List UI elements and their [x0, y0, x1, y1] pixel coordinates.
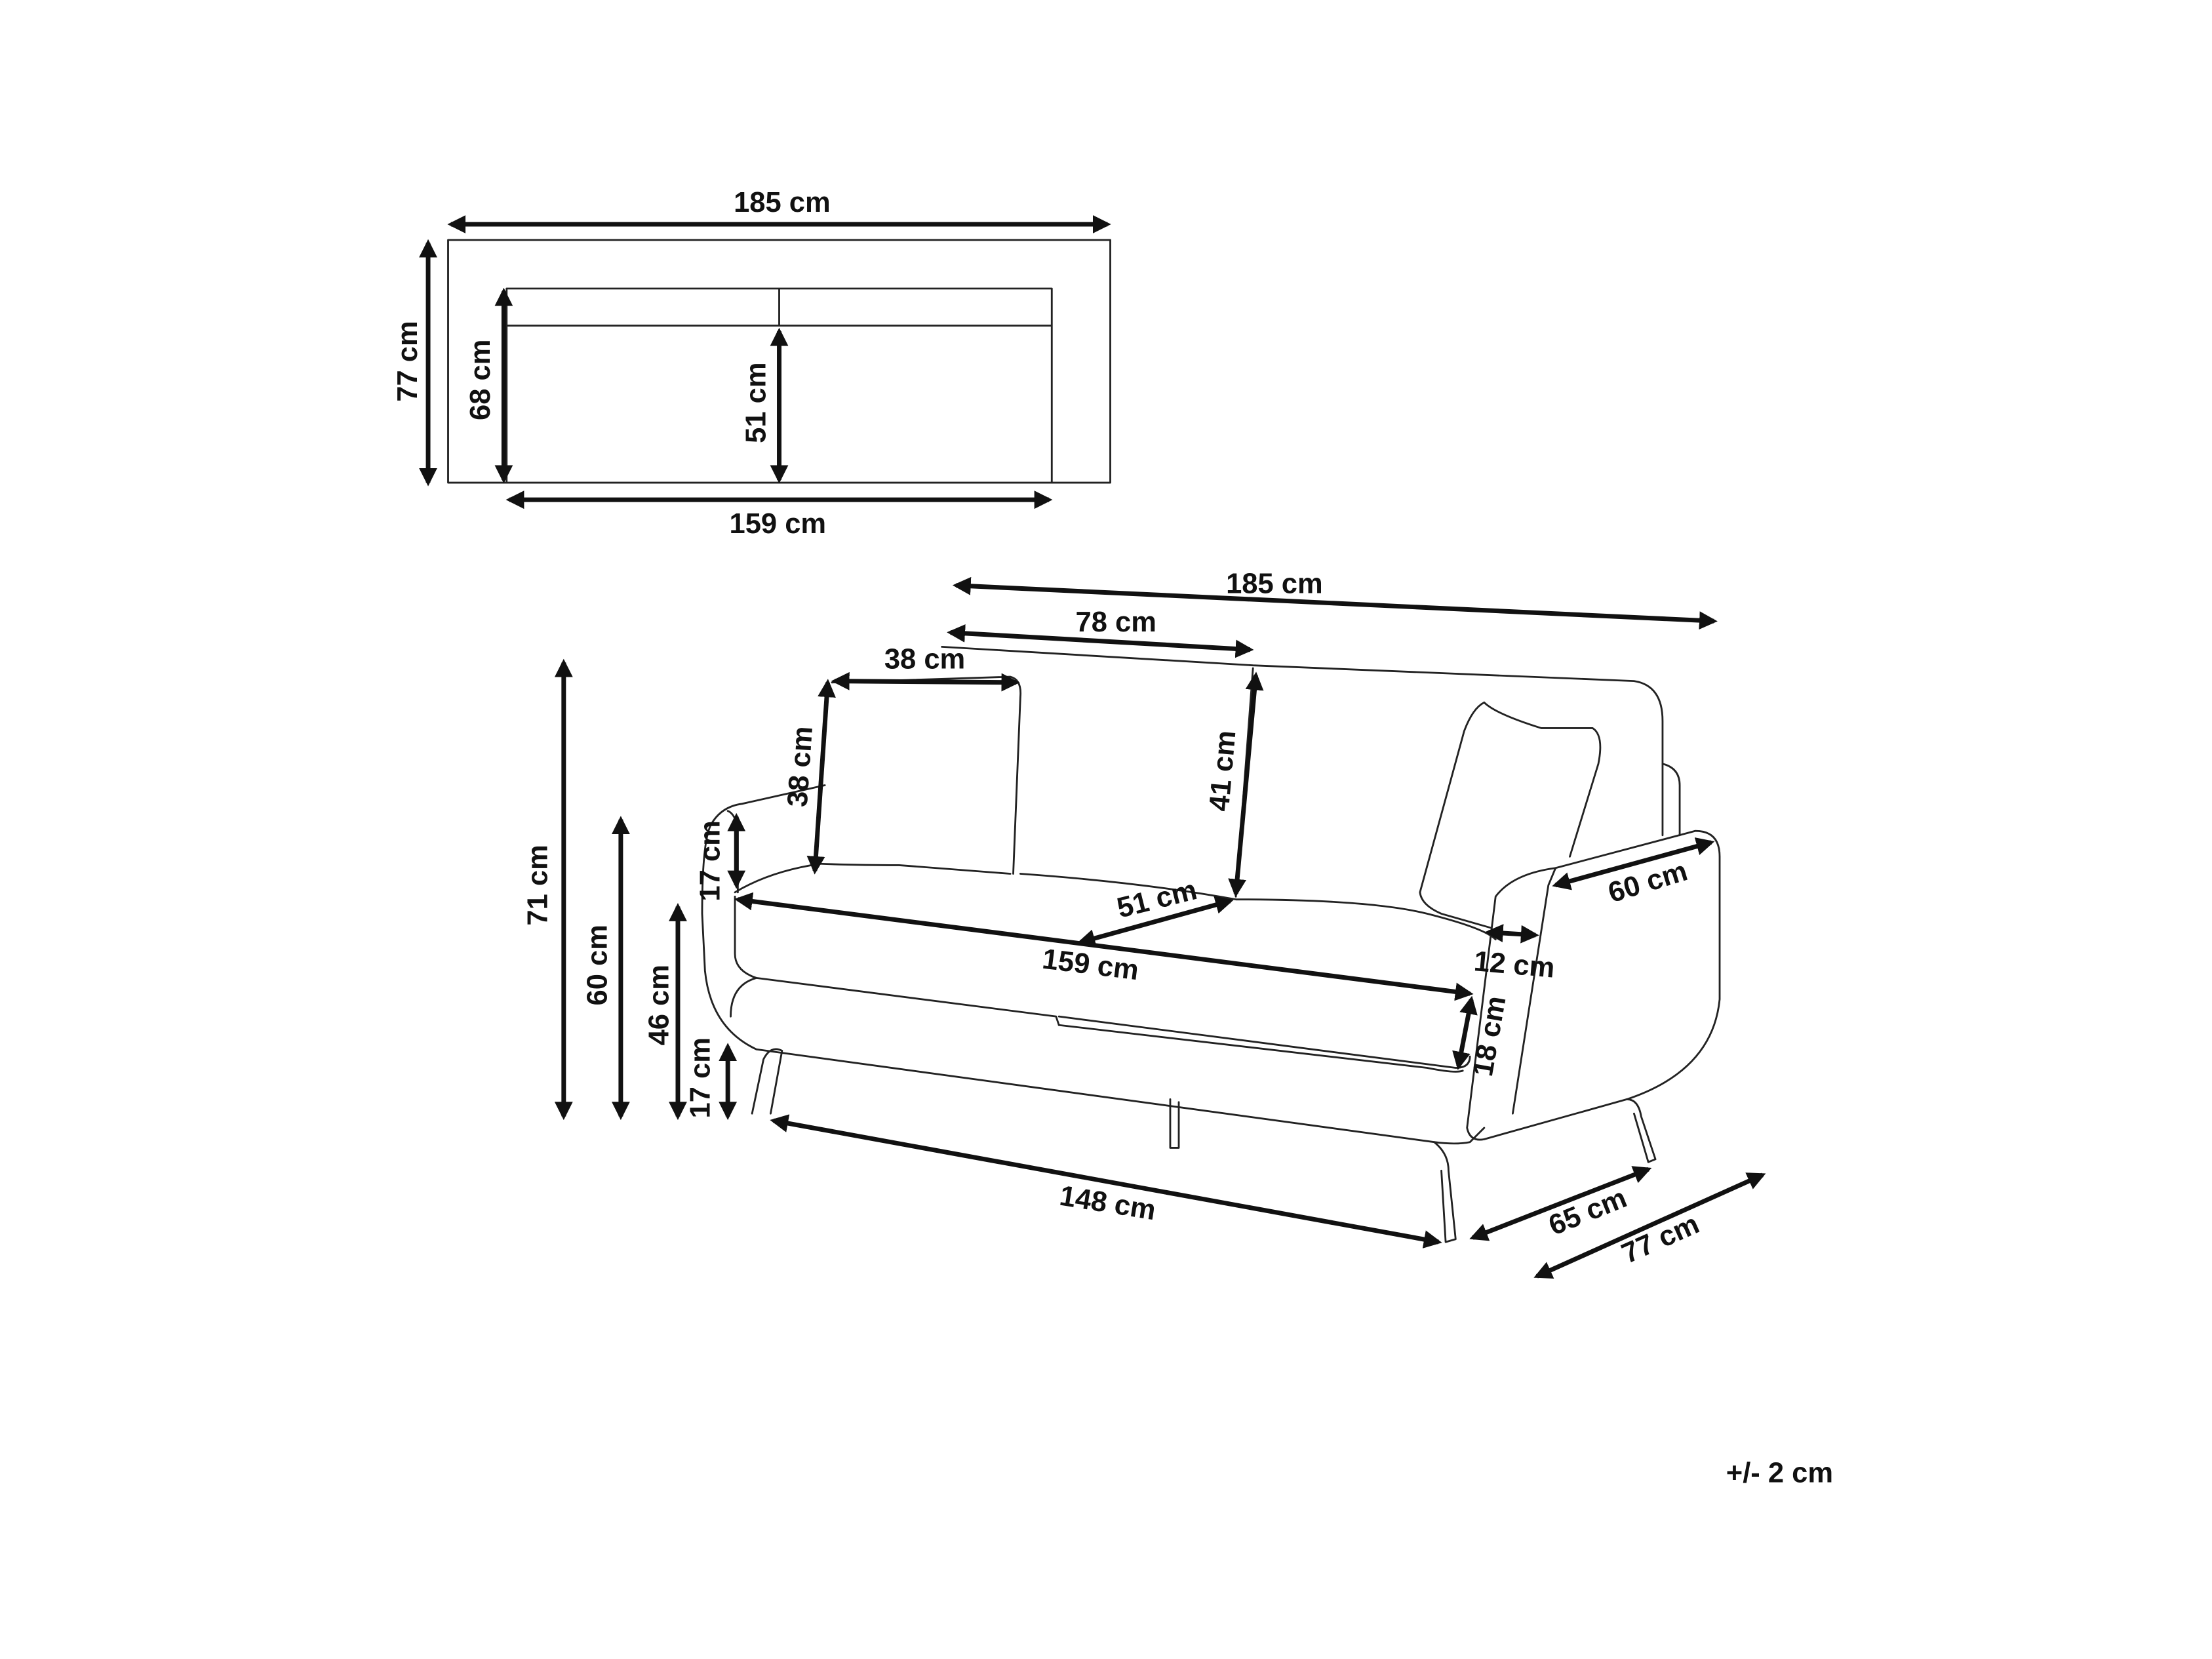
dim-armrest-length-arrow — [1552, 837, 1715, 890]
dim-back-cushion-height-arrow — [1228, 671, 1264, 898]
dim-top-depth-label: 77 cm — [392, 321, 424, 401]
dim-back-cushion-width-label: 78 cm — [1076, 607, 1156, 638]
dim-top-seat-depth-label: 68 cm — [465, 340, 496, 420]
dim-seat-thickness-arrow — [1452, 995, 1478, 1070]
dim-back-cushion-height-label: 41 cm — [1204, 729, 1242, 812]
dim-total-height-label: 71 cm — [522, 845, 553, 925]
dim-overall-depth-arrow — [1533, 1172, 1766, 1279]
sofa-back-right-side — [1661, 763, 1681, 837]
left-pillow-outline — [820, 675, 1022, 875]
dim-leg-height-label: 17 cm — [684, 1037, 716, 1118]
front-view-dimensions: 185 cm 78 cm 38 cm 38 cm 41 cm 17 cm 71 … — [522, 568, 1766, 1279]
dim-leg-span-arrow — [770, 1114, 1442, 1249]
tolerance-note: +/- 2 cm — [1726, 1457, 1833, 1489]
dim-seat-cushion-depth-label: 51 cm — [1114, 874, 1200, 924]
dim-seat-width-arrow — [734, 892, 1474, 1001]
dim-overall-depth-label: 77 cm — [1617, 1209, 1704, 1270]
dim-armrest-length-label: 60 cm — [1604, 855, 1691, 909]
dim-seat-height-label: 46 cm — [643, 965, 675, 1045]
dim-seat-thickness-label: 18 cm — [1467, 993, 1512, 1079]
dim-top-inner-depth-label: 51 cm — [740, 362, 772, 443]
dim-pillow-width-arrow — [831, 671, 1020, 692]
dim-armrest-above-seat-label: 17 cm — [695, 820, 726, 901]
dim-armrest-height-label: 60 cm — [582, 925, 614, 1005]
dim-top-width-label: 185 cm — [734, 187, 831, 218]
dim-top-seat-width-label: 159 cm — [730, 508, 827, 540]
top-view: 185 cm 77 cm 68 cm 51 cm 159 cm — [392, 187, 1111, 540]
right-pillow-outline — [1419, 701, 1602, 929]
dim-pillow-width-label: 38 cm — [884, 644, 965, 675]
dim-back-cushion-width-arrow — [947, 624, 1254, 658]
dim-pillow-height-label: 38 cm — [782, 725, 819, 808]
sofa-back-outline — [941, 645, 1664, 837]
dim-pillow-height-arrow — [806, 679, 836, 875]
dim-overall-width-arrow — [952, 576, 1718, 630]
seat-front-lower — [730, 976, 1464, 1073]
dim-armrest-width-label: 12 cm — [1472, 946, 1556, 984]
sofa-legs — [751, 1048, 1657, 1243]
dim-armrest-width-arrow — [1484, 924, 1539, 944]
dim-overall-width-label: 185 cm — [1226, 568, 1323, 599]
